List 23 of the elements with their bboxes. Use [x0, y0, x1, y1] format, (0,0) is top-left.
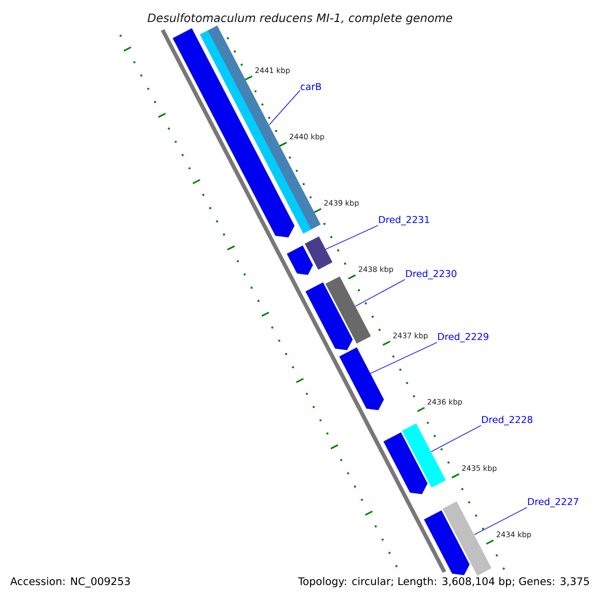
- genome-summary: Topology: circular; Length: 3,608,104 bp; Genes: 3,375: [298, 577, 589, 588]
- gene-label: Dred_2230: [406, 270, 456, 280]
- gene-bar: [402, 423, 446, 488]
- gene-feature: [383, 432, 428, 494]
- leader-line: [430, 425, 482, 452]
- gene-bar: [326, 276, 371, 344]
- leader-line: [355, 279, 406, 307]
- accession-text: Accession: NC_009253: [10, 577, 130, 588]
- leader-line: [474, 507, 528, 536]
- gene-label: Dred_2228: [482, 416, 532, 426]
- leader-line: [268, 90, 300, 126]
- gene-label: carB: [300, 83, 321, 90]
- title: Desulfotomaculum reducens MI-1, complete genome: [148, 13, 452, 24]
- leader-line: [370, 342, 438, 374]
- gene-bar: [304, 236, 332, 270]
- gene-feature: [424, 510, 470, 576]
- gene-feature: [339, 347, 384, 410]
- gene-bar: [442, 501, 492, 576]
- gene-label: Dred_2231: [379, 216, 430, 226]
- gene-feature: [306, 282, 353, 350]
- gene-label: Dred_2227: [528, 498, 578, 508]
- gene-label: Dred_2229: [438, 332, 488, 342]
- gene-feature: [286, 246, 313, 275]
